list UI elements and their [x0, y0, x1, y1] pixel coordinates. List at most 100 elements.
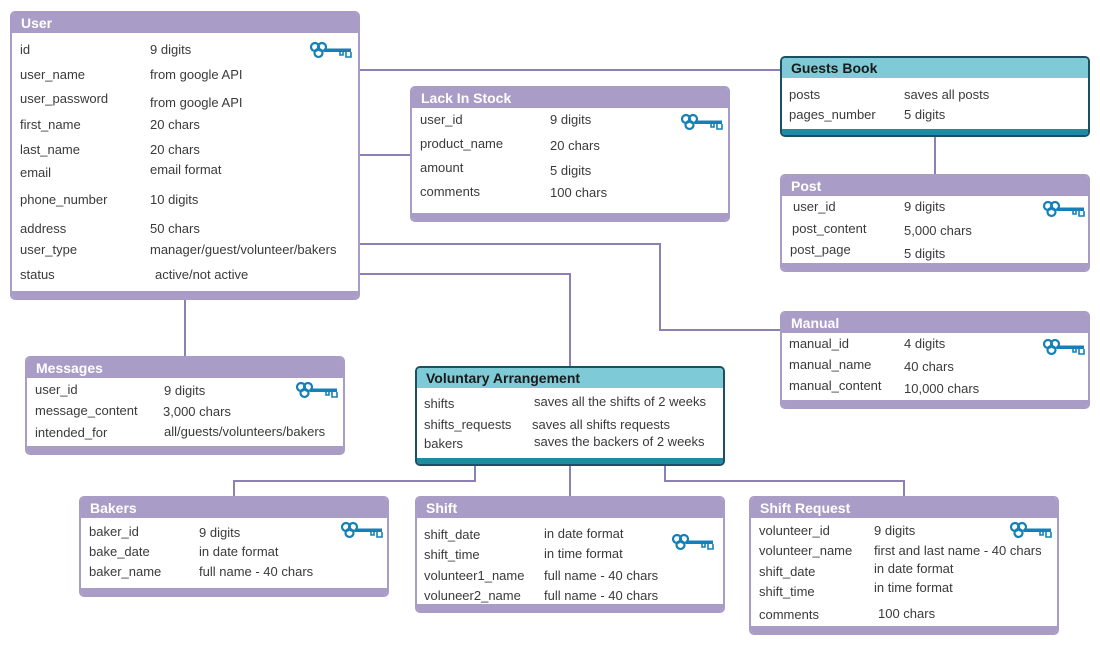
field-value: saves the backers of 2 weeks — [534, 434, 705, 449]
field-value: 5 digits — [904, 107, 946, 122]
field-name: shift_date — [759, 564, 816, 579]
entity-footer — [417, 458, 723, 464]
field-value: saves all the shifts of 2 weeks — [534, 394, 706, 409]
entity-footer — [782, 400, 1088, 407]
field-name: baker_id — [89, 524, 139, 539]
field-value: 50 chars — [150, 221, 200, 236]
field-name: manual_id — [789, 336, 849, 351]
primary-key-icon — [1008, 520, 1054, 540]
field-value: all/guests/volunteers/bakers — [164, 424, 326, 439]
field-value: manager/guest/volunteer/bakers — [150, 242, 337, 257]
field-value: 9 digits — [199, 525, 241, 540]
field-value: from google API — [150, 95, 243, 110]
field-name: status — [20, 267, 55, 282]
field-value: 9 digits — [164, 383, 206, 398]
entity-footer — [12, 291, 358, 298]
field-name: address — [20, 221, 67, 236]
field-value: 20 chars — [150, 117, 200, 132]
field-name: amount — [420, 160, 464, 175]
field-value: 100 chars — [550, 185, 608, 200]
field-value: 9 digits — [904, 199, 946, 214]
field-name: shifts_requests — [424, 417, 512, 432]
field-name: volunteer1_name — [424, 568, 525, 583]
field-name: user_type — [20, 242, 78, 257]
field-value: 3,000 chars — [163, 404, 231, 419]
connector-user-manual — [359, 243, 781, 331]
field-value: in date format — [544, 526, 624, 541]
field-name: manual_content — [789, 378, 882, 393]
entity-title: Post — [782, 176, 1088, 196]
field-value: in date format — [874, 561, 954, 576]
primary-key-icon — [308, 40, 354, 60]
field-name: pages_number — [789, 107, 876, 122]
entity-title: Bakers — [81, 498, 387, 518]
primary-key-icon — [294, 380, 340, 400]
entity-footer — [751, 626, 1057, 633]
field-value: 20 chars — [150, 142, 200, 157]
field-name: baker_name — [89, 564, 162, 579]
entity-bakers[interactable]: Bakers baker_id 9 digits bake_date in date … — [79, 496, 389, 597]
field-name: bake_date — [89, 544, 150, 559]
entity-title: Messages — [27, 358, 343, 378]
field-name: user_id — [420, 112, 463, 127]
entity-title: Guests Book — [782, 58, 1088, 78]
field-value: full name - 40 chars — [199, 564, 314, 579]
field-name: shift_time — [424, 547, 480, 562]
field-value: 20 chars — [550, 138, 600, 153]
field-name: email — [20, 165, 52, 180]
field-value: in time format — [874, 580, 953, 595]
field-name: product_name — [420, 136, 504, 151]
field-name: intended_for — [35, 425, 108, 440]
field-value: 9 digits — [550, 112, 592, 127]
field-value: 9 digits — [150, 42, 192, 57]
field-name: volunteer_id — [759, 523, 830, 538]
field-name: comments — [420, 184, 480, 199]
field-value: in time format — [544, 546, 623, 561]
field-value: saves all shifts requests — [532, 417, 671, 432]
field-name: shifts — [424, 396, 455, 411]
field-name: last_name — [20, 142, 80, 157]
entity-footer — [782, 263, 1088, 270]
entity-messages[interactable]: Messages user_id 9 digits message_content 3… — [25, 356, 345, 455]
primary-key-icon — [1041, 199, 1087, 219]
field-name: posts — [789, 87, 821, 102]
field-name: user_name — [20, 67, 86, 82]
field-name: post_page — [790, 242, 851, 257]
field-name: voluneer2_name — [424, 588, 521, 603]
field-name: message_content — [35, 403, 138, 418]
primary-key-icon — [679, 112, 725, 132]
entity-footer — [417, 604, 723, 611]
field-value: 5 digits — [904, 246, 946, 261]
entity-footer — [782, 129, 1088, 135]
entity-footer — [412, 213, 728, 220]
field-value: full name - 40 chars — [544, 568, 659, 583]
entity-footer — [81, 588, 387, 595]
entity-title: Manual — [782, 313, 1088, 333]
field-value: 9 digits — [874, 523, 916, 538]
connector-voluntary-bakers — [233, 465, 476, 497]
field-name: first_name — [20, 117, 81, 132]
field-value: full name - 40 chars — [544, 588, 659, 603]
field-name: user_id — [35, 382, 78, 397]
field-value: 10 digits — [150, 192, 199, 207]
connector-voluntary-shift-request — [664, 465, 905, 497]
field-value: in date format — [199, 544, 279, 559]
field-name: comments — [759, 607, 819, 622]
field-name: bakers — [424, 436, 464, 451]
field-value: 10,000 chars — [904, 381, 980, 396]
entity-footer — [27, 446, 343, 453]
entity-title: Shift — [417, 498, 723, 518]
field-name: volunteer_name — [759, 543, 853, 558]
field-value: 5 digits — [550, 163, 592, 178]
field-name: id — [20, 42, 31, 57]
field-value: 40 chars — [904, 359, 954, 374]
